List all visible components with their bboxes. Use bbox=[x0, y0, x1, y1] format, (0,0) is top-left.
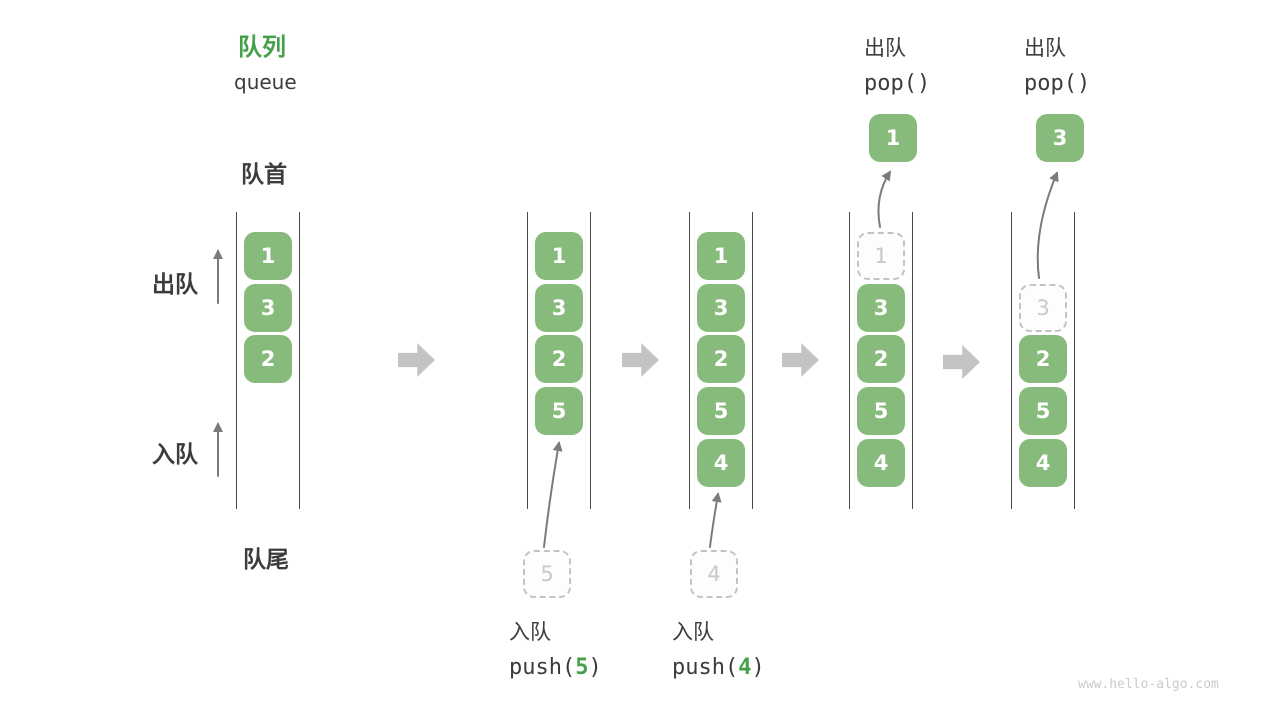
transition-arrow bbox=[398, 343, 435, 377]
enqueue-op-label: 入队 bbox=[509, 620, 551, 644]
queue-cell: 4 bbox=[857, 439, 905, 487]
popped-cell-3: 3 bbox=[1036, 114, 1084, 162]
ghost-cell: 3 bbox=[1019, 284, 1067, 332]
queue-cell: 3 bbox=[244, 284, 292, 332]
dequeue-op-label: 出队 bbox=[1024, 36, 1066, 60]
queue-cell: 2 bbox=[697, 335, 745, 383]
code-fn: push( bbox=[509, 655, 576, 680]
queue-cell: 4 bbox=[1019, 439, 1067, 487]
queue-state-3: 1 3 2 5 4 bbox=[689, 212, 753, 509]
popped-cell-1: 1 bbox=[869, 114, 917, 162]
queue-state-2: 1 3 2 5 bbox=[527, 212, 591, 509]
ghost-cell: 1 bbox=[857, 232, 905, 280]
transition-arrow bbox=[943, 345, 980, 379]
transition-arrow bbox=[622, 343, 659, 377]
queue-state-5: 3 2 5 4 bbox=[1011, 212, 1075, 509]
code-fn: push( bbox=[672, 655, 739, 680]
queue-cell: 5 bbox=[535, 387, 583, 435]
enqueue-op-label: 入队 bbox=[672, 620, 714, 644]
queue-cell: 1 bbox=[535, 232, 583, 280]
queue-cell: 2 bbox=[244, 335, 292, 383]
queue-state-4: 1 3 2 5 4 bbox=[849, 212, 913, 509]
page-title-zh: 队列 bbox=[238, 33, 286, 61]
site-watermark: www.hello-algo.com bbox=[1078, 677, 1219, 692]
queue-cell: 1 bbox=[244, 232, 292, 280]
queue-cell: 5 bbox=[857, 387, 905, 435]
code-close: ) bbox=[588, 655, 602, 680]
queue-cell: 5 bbox=[697, 387, 745, 435]
pop-3-code: pop() bbox=[1024, 71, 1091, 96]
queue-cell: 2 bbox=[857, 335, 905, 383]
queue-cell: 3 bbox=[697, 284, 745, 332]
code-close: ) bbox=[751, 655, 765, 680]
queue-cell: 3 bbox=[535, 284, 583, 332]
enqueue-side-label: 入队 bbox=[152, 442, 198, 468]
code-arg: 5 bbox=[575, 655, 589, 680]
dequeue-op-label: 出队 bbox=[864, 36, 906, 60]
pop-1-code: pop() bbox=[864, 71, 931, 96]
staged-cell-4: 4 bbox=[690, 550, 738, 598]
code-arg: 4 bbox=[738, 655, 752, 680]
push-5-code: push(5) bbox=[509, 650, 602, 686]
queue-rear-label: 队尾 bbox=[243, 547, 289, 573]
staged-cell-5: 5 bbox=[523, 550, 571, 598]
dequeue-side-label: 出队 bbox=[152, 272, 198, 298]
queue-front-label: 队首 bbox=[241, 162, 287, 188]
queue-cell: 2 bbox=[535, 335, 583, 383]
queue-cell: 1 bbox=[697, 232, 745, 280]
enqueue-op-push5: 入队 push(5) bbox=[509, 614, 602, 686]
queue-cell: 5 bbox=[1019, 387, 1067, 435]
push-4-code: push(4) bbox=[672, 650, 765, 686]
queue-state-1: 1 3 2 bbox=[236, 212, 300, 509]
queue-cell: 3 bbox=[857, 284, 905, 332]
enqueue-op-push4: 入队 push(4) bbox=[672, 614, 765, 686]
queue-cell: 4 bbox=[697, 439, 745, 487]
dequeue-op-pop3: 出队 pop() bbox=[1024, 30, 1090, 102]
queue-cell: 2 bbox=[1019, 335, 1067, 383]
dequeue-op-pop1: 出队 pop() bbox=[864, 30, 930, 102]
transition-arrow bbox=[782, 343, 819, 377]
page-title-en: queue bbox=[234, 70, 297, 94]
